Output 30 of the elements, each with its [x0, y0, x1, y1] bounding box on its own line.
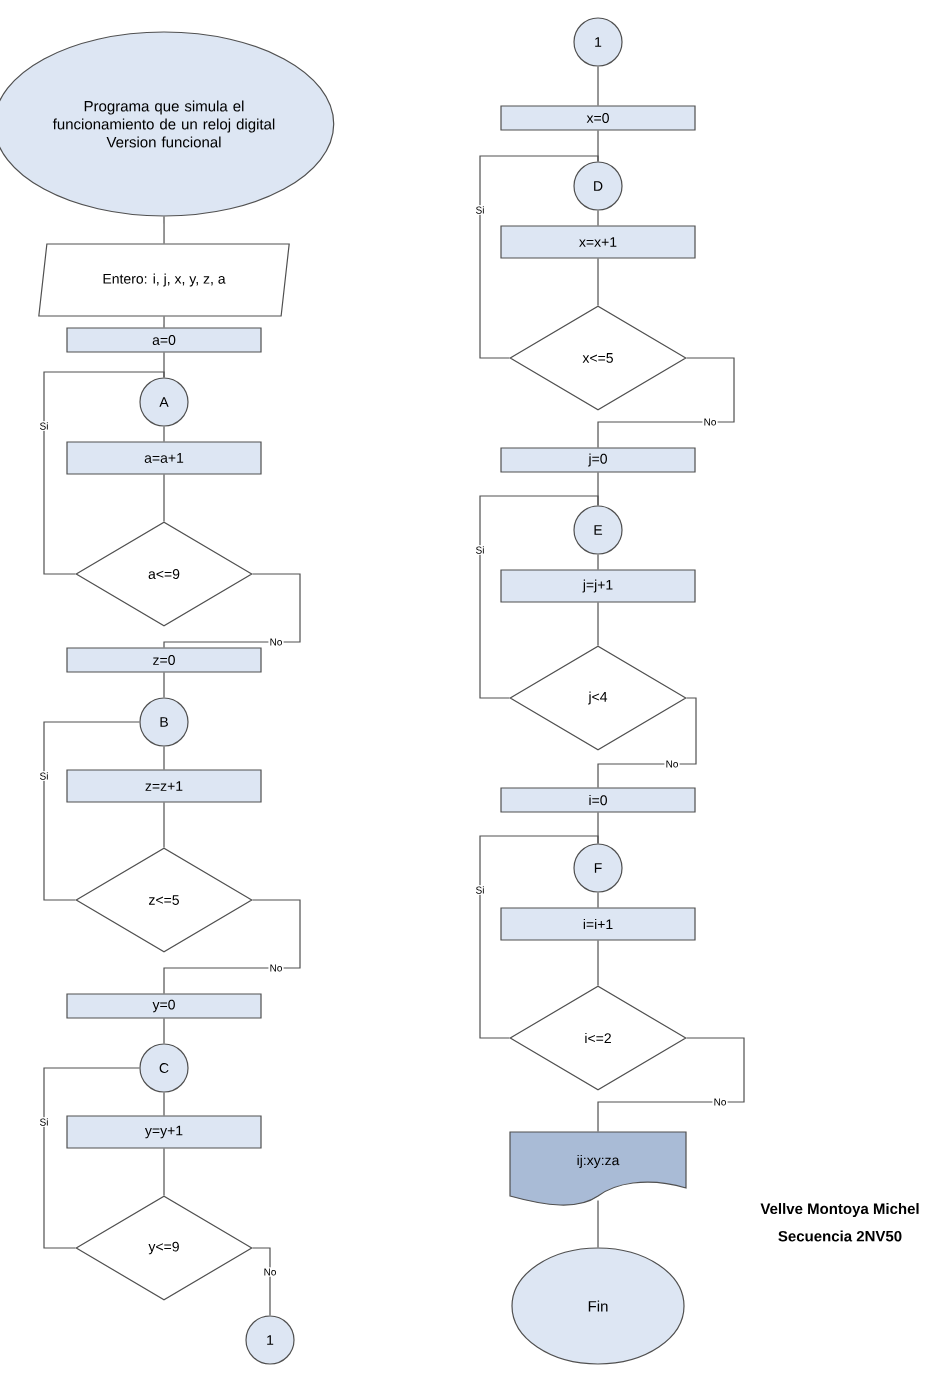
connector-line — [163, 1148, 165, 1196]
connector-line — [163, 802, 165, 848]
connector-line — [163, 1018, 165, 1044]
connector-line — [163, 316, 165, 328]
connector-line — [163, 474, 165, 522]
connector-line — [597, 940, 599, 986]
connector-line — [597, 602, 599, 646]
connector-line — [597, 892, 599, 908]
connector-line — [43, 371, 165, 575]
connector-line — [43, 1067, 140, 1249]
connector-line — [597, 66, 599, 106]
connector-line — [163, 1092, 165, 1116]
connector-line — [252, 1247, 271, 1316]
connector-line — [597, 554, 599, 570]
connector-line — [163, 216, 165, 244]
connector-line — [479, 835, 599, 1039]
connector-line — [597, 1199, 599, 1248]
connector-line — [163, 573, 301, 648]
connector-line — [163, 746, 165, 770]
connector-line — [597, 1037, 745, 1133]
connector-line — [597, 357, 735, 448]
connector-line — [597, 210, 599, 226]
connector-line — [163, 426, 165, 442]
connector-line — [597, 697, 697, 788]
connector-line — [479, 155, 599, 359]
connector-line — [163, 672, 165, 698]
connector-line — [43, 721, 140, 901]
connector-line — [597, 258, 599, 306]
connector-line — [479, 495, 599, 699]
connector-line — [163, 899, 301, 994]
